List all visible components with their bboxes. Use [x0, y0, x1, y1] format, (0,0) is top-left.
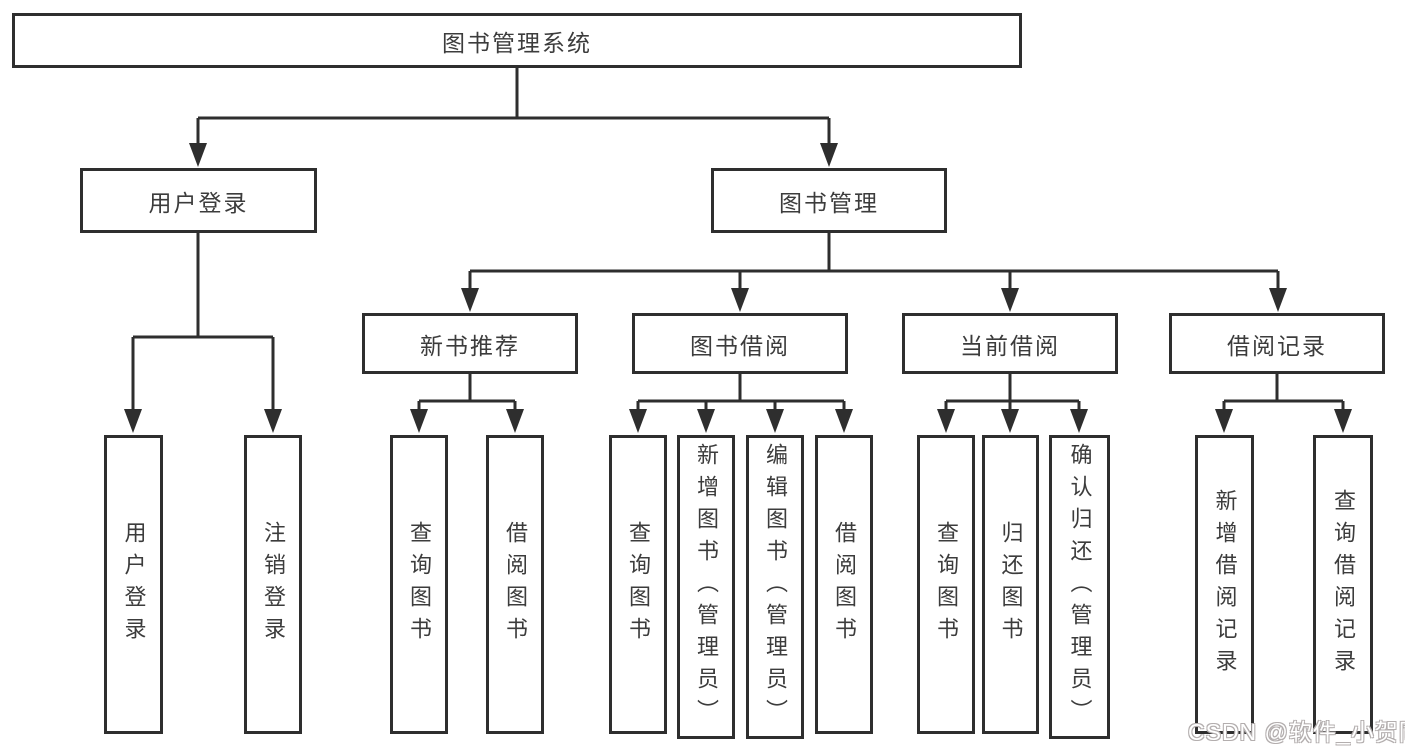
node-label: 确认归还（管理员）	[1067, 443, 1093, 731]
csdn-watermark: CSDN @软件_小贺同学	[1188, 719, 1405, 745]
node-label: 图书借阅	[690, 332, 790, 359]
node-label: 查询图书	[407, 520, 432, 649]
leaf-return-books: 归还图书	[982, 435, 1039, 734]
node-label: 编辑图书（管理员）	[763, 443, 788, 731]
node-borrowing-records: 借阅记录	[1169, 313, 1385, 374]
node-user-login: 用户登录	[80, 168, 317, 233]
node-book-borrowing: 图书借阅	[632, 313, 848, 374]
node-label: 查询图书	[626, 520, 651, 649]
leaf-query-borrow-record: 查询借阅记录	[1313, 435, 1373, 734]
node-new-book-recommendation: 新书推荐	[362, 313, 578, 374]
leaf-borrow-books-recommend: 借阅图书	[486, 435, 544, 734]
leaf-edit-book-admin: 编辑图书（管理员）	[746, 435, 804, 739]
node-label: 新增图书（管理员）	[694, 443, 719, 731]
node-label: 归还图书	[998, 520, 1024, 649]
leaf-user-login: 用户登录	[104, 435, 163, 734]
node-label: 新书推荐	[420, 332, 520, 359]
node-library-management-system: 图书管理系统	[12, 13, 1022, 68]
node-label: 用户登录	[121, 520, 147, 649]
node-label: 借阅图书	[832, 520, 857, 649]
leaf-query-books-borrowing: 查询图书	[609, 435, 667, 734]
node-label: 查询借阅记录	[1331, 488, 1356, 681]
leaf-add-book-admin: 新增图书（管理员）	[677, 435, 735, 739]
node-label: 新增借阅记录	[1212, 488, 1238, 681]
node-label: 借阅记录	[1227, 332, 1327, 359]
node-label: 当前借阅	[960, 332, 1060, 359]
node-label: 用户登录	[148, 189, 249, 216]
leaf-query-books-recommend: 查询图书	[390, 435, 448, 734]
node-book-management: 图书管理	[711, 168, 947, 233]
leaf-confirm-return-admin: 确认归还（管理员）	[1049, 435, 1110, 739]
node-label: 借阅图书	[503, 520, 528, 649]
leaf-add-borrow-record: 新增借阅记录	[1195, 435, 1254, 734]
leaf-logout: 注销登录	[244, 435, 302, 734]
node-label: 查询图书	[934, 520, 959, 649]
leaf-borrow-books-borrowing: 借阅图书	[815, 435, 873, 734]
node-label: 图书管理	[779, 189, 879, 216]
node-label: 注销登录	[261, 520, 286, 649]
node-label: 图书管理系统	[442, 29, 592, 56]
node-current-borrowing: 当前借阅	[902, 313, 1118, 374]
leaf-query-books-current: 查询图书	[917, 435, 975, 734]
